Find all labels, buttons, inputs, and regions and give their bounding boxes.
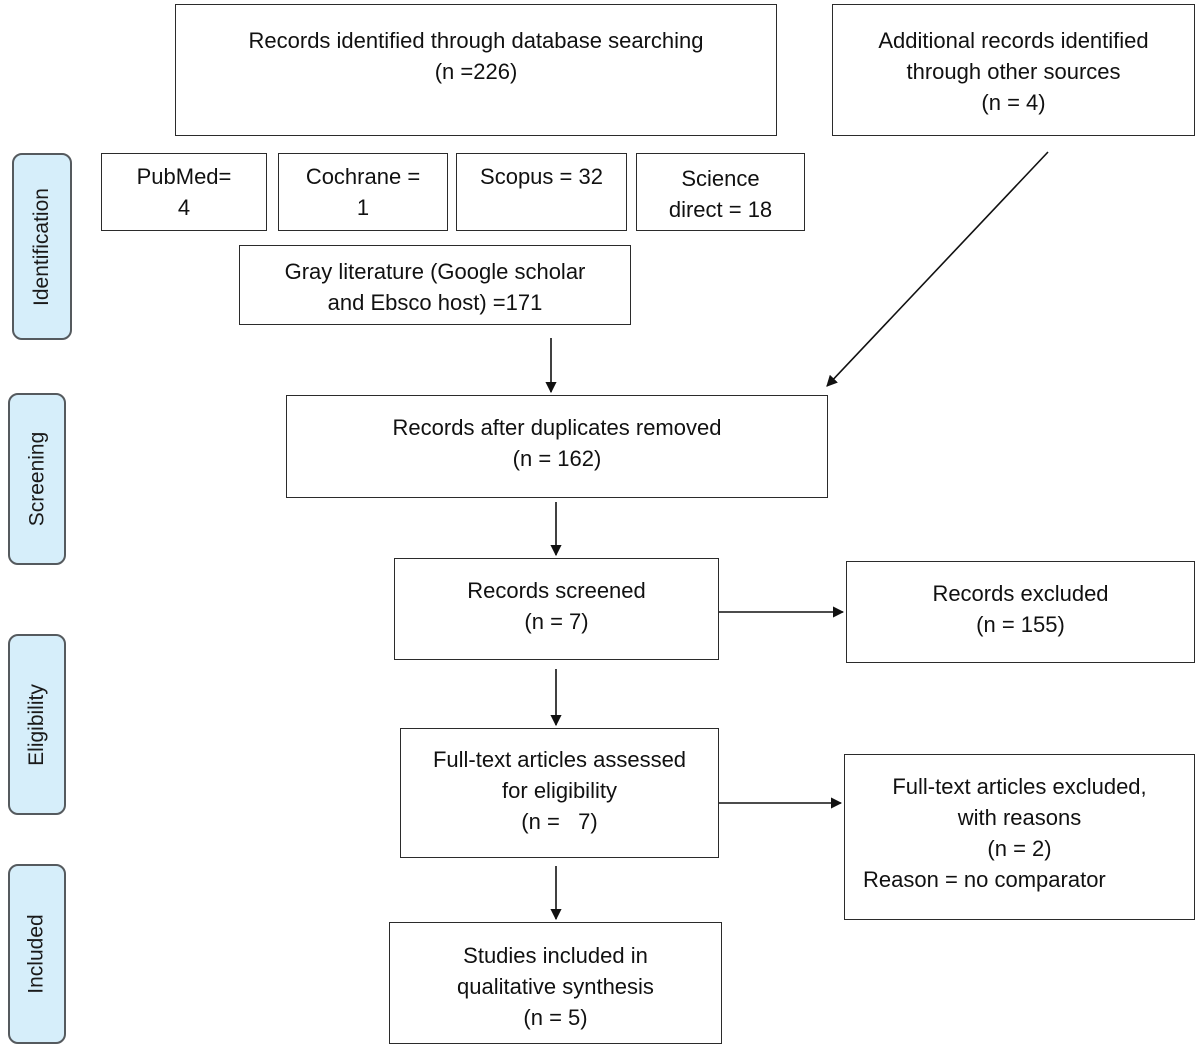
full-text-assessed-box: Full-text articles assessed for eligibil…: [400, 728, 719, 858]
science-direct-label: Science: [681, 166, 760, 191]
records-excluded-box: Records excluded (n = 155): [846, 561, 1195, 663]
duplicates-removed-label: Records after duplicates removed: [392, 415, 722, 440]
full-text-excluded-box: Full-text articles excluded, with reason…: [844, 754, 1195, 920]
scopus-box: Scopus = 32: [456, 153, 627, 231]
other-sources-text-1: Additional records identified: [878, 28, 1149, 53]
pubmed-count: 4: [177, 195, 191, 220]
duplicates-removed-box: Records after duplicates removed (n = 16…: [286, 395, 828, 498]
gray-literature-box: Gray literature (Google scholar and Ebsc…: [239, 245, 631, 325]
other-sources-box: Additional records identified through ot…: [832, 4, 1195, 136]
studies-included-label-1: Studies included in: [463, 943, 648, 968]
stage-identification-label: Identification: [30, 187, 54, 306]
science-direct-box: Science direct = 18: [636, 153, 805, 231]
studies-included-label-2: qualitative synthesis: [457, 974, 654, 999]
full-text-excluded-label-2: with reasons: [957, 805, 1082, 830]
cochrane-box: Cochrane = 1: [278, 153, 448, 231]
stage-included-label: Included: [25, 914, 48, 994]
gray-literature-label: Gray literature (Google scholar: [284, 259, 586, 284]
pubmed-box: PubMed= 4: [101, 153, 267, 231]
stage-eligibility-label: Eligibility: [25, 683, 49, 766]
full-text-assessed-label-1: Full-text articles assessed: [432, 747, 687, 772]
full-text-excluded-label-1: Full-text articles excluded,: [892, 774, 1147, 799]
records-screened-count: (n = 7): [524, 609, 589, 634]
records-excluded-count: (n = 155): [976, 612, 1065, 637]
records-excluded-label: Records excluded: [932, 581, 1109, 606]
full-text-assessed-count: (n = 7): [521, 809, 598, 834]
gray-literature-count: and Ebsco host) =171: [327, 290, 543, 315]
duplicates-removed-count: (n = 162): [512, 446, 602, 471]
stage-identification: Identification: [12, 153, 72, 340]
cochrane-label: Cochrane =: [305, 164, 421, 189]
pubmed-label: PubMed=: [136, 164, 232, 189]
science-direct-count: direct = 18: [668, 197, 773, 222]
records-screened-box: Records screened (n = 7): [394, 558, 719, 660]
database-search-box: Records identified through database sear…: [175, 4, 777, 136]
stage-screening-label: Screening: [25, 431, 48, 527]
stage-screening: Screening: [8, 393, 66, 565]
stage-eligibility: Eligibility: [8, 634, 66, 815]
records-screened-label: Records screened: [467, 578, 646, 603]
database-search-text: Records identified through database sear…: [248, 28, 704, 53]
full-text-excluded-reason: Reason = no comparator: [863, 867, 1106, 892]
cochrane-count: 1: [356, 195, 370, 220]
other-sources-count: (n = 4): [981, 90, 1046, 115]
stage-included: Included: [8, 864, 66, 1044]
database-search-count: (n =226): [434, 59, 518, 84]
arrow-other-sources-to-duplicates: [826, 151, 1049, 387]
full-text-assessed-label-2: for eligibility: [502, 778, 617, 803]
scopus-label: Scopus = 32: [480, 164, 603, 189]
full-text-excluded-count: (n = 2): [987, 836, 1052, 861]
other-sources-text-2: through other sources: [906, 59, 1121, 84]
studies-included-box: Studies included in qualitative synthesi…: [389, 922, 722, 1044]
studies-included-count: (n = 5): [523, 1005, 588, 1030]
